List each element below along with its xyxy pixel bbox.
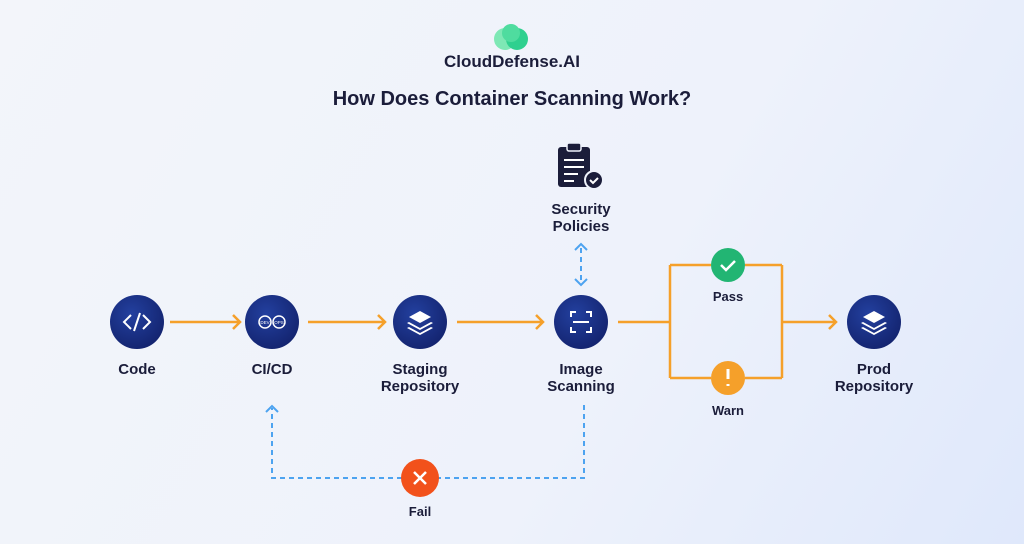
brand-name: CloudDefense.AI [443,52,581,71]
arrow-code-cicd [170,314,242,330]
node-cicd: DEV OPS [245,295,299,349]
label-pass: Pass [712,289,744,304]
devops-icon [258,315,286,329]
scan-icon [570,311,592,333]
brand-logo-icon [494,24,528,50]
clipboard-check-icon [558,142,604,190]
arrow-cicd-staging [308,314,387,330]
node-code [110,295,164,349]
node-warn [711,361,745,395]
label-code: Code [118,361,156,378]
svg-text:DEV: DEV [260,320,269,325]
label-staging: Staging Repository [380,361,460,395]
label-scanning: Image Scanning [547,361,615,395]
arrow-staging-scanning [457,314,545,330]
node-fail [401,459,439,497]
branch-pass-warn [618,263,784,380]
label-fail: Fail [408,504,432,519]
node-staging [393,295,447,349]
check-icon [720,260,736,272]
label-warn: Warn [711,403,745,418]
arrow-to-prod [782,314,838,330]
page-title: How Does Container Scanning Work? [332,88,692,110]
fail-loop [271,405,585,479]
layers-icon [407,311,433,335]
feedback-arrows [271,248,585,479]
node-scanning [554,295,608,349]
label-prod: Prod Repository [834,361,914,395]
node-prod [847,295,901,349]
node-pass [711,248,745,282]
svg-text:OPS: OPS [274,320,284,325]
flow-arrows [170,263,838,380]
label-policies: Security Policies [551,201,611,235]
code-icon [122,312,152,332]
x-icon [413,471,427,485]
label-cicd: CI/CD [251,361,293,378]
layers-icon [861,311,887,335]
